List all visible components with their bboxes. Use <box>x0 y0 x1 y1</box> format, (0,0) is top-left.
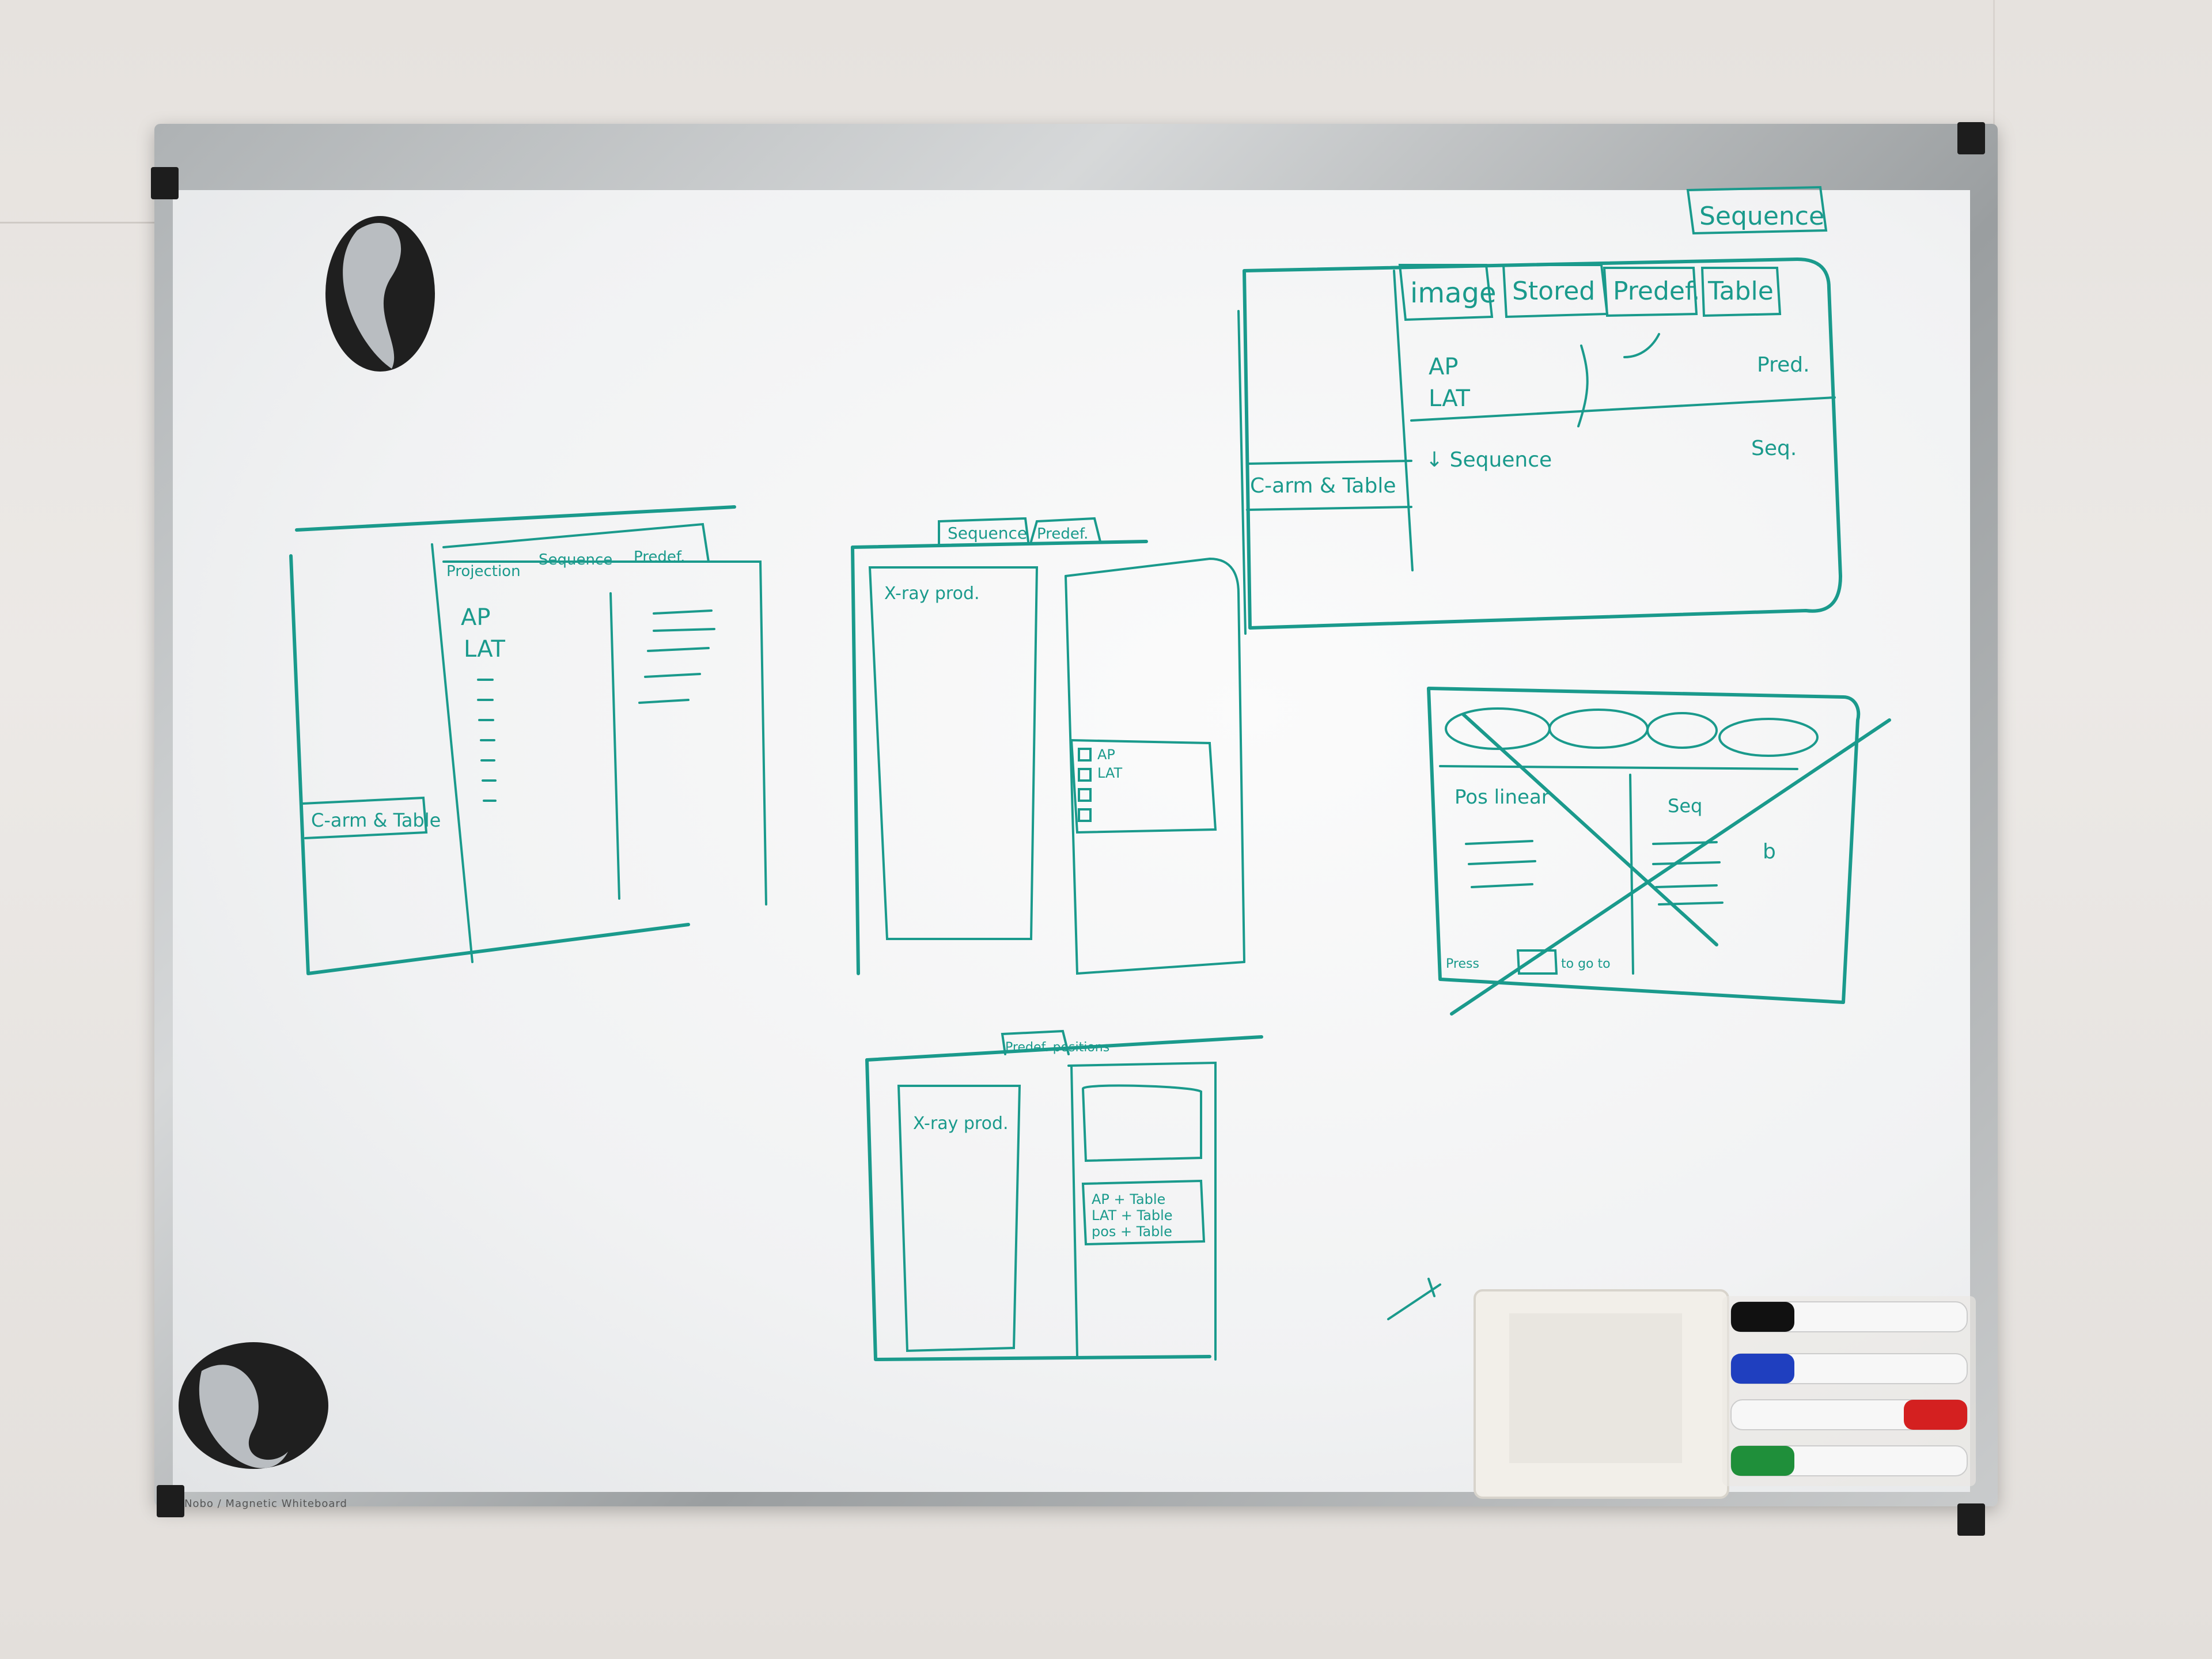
label-ap: AP <box>1429 354 1458 380</box>
label-pred: Pred. <box>1757 353 1810 377</box>
stray-mark <box>1387 1278 1441 1320</box>
label-ap-middle: AP <box>1097 747 1115 763</box>
tab-table: Table <box>1707 276 1774 306</box>
label-lat-left: LAT <box>464 636 505 662</box>
sketch-left: Projection Sequence Predef. AP LAT C-arm… <box>289 505 767 975</box>
magnet-bottom[interactable] <box>179 1342 328 1469</box>
tab-sequence-left: Sequence <box>539 551 612 569</box>
tab-sequence-middle: Sequence <box>948 524 1027 543</box>
frame-corner-top-right <box>1957 122 1985 154</box>
frame-corner-bottom-left <box>157 1485 184 1517</box>
tab-stored: Stored <box>1512 276 1595 306</box>
sketch-middle: Sequence Predef. X-ray prod. AP LAT <box>851 517 1245 975</box>
tab-predef-middle: Predef. <box>1037 525 1088 543</box>
row-ap-table: AP + Table <box>1092 1191 1165 1207</box>
wall-seam-vertical <box>1993 0 1995 173</box>
frame-corner-top-left <box>151 167 179 199</box>
tab-sequence-top: Sequence <box>1699 202 1824 231</box>
label-lat: LAT <box>1429 385 1470 412</box>
marker-green[interactable] <box>1730 1445 1968 1476</box>
row-pos-table: pos + Table <box>1092 1224 1172 1240</box>
sketch-crossed-out: Pos linear Seq b Press to go to <box>1427 687 1891 1016</box>
marker-blue[interactable] <box>1730 1353 1968 1384</box>
wall-seam <box>0 222 173 224</box>
button-carm-table: C-arm & Table <box>1250 474 1396 498</box>
sketch-bottom: Predef. positions X-ray prod. AP + Table… <box>865 1029 1263 1361</box>
label-seq: Seq. <box>1751 437 1797 460</box>
button-carm-left: C-arm & Table <box>311 809 441 831</box>
marker-tray <box>1474 1289 1976 1499</box>
label-press: Press <box>1446 957 1479 971</box>
marker-red[interactable] <box>1730 1399 1968 1430</box>
frame-corner-bottom-right <box>1957 1503 1985 1536</box>
tab-predef-positions: Predef. positions <box>1005 1040 1109 1055</box>
tab-predef: Predef. <box>1613 276 1700 306</box>
tab-image: image <box>1410 277 1497 309</box>
tab-predef-left: Predef. <box>634 548 685 566</box>
tab-projection: Projection <box>446 563 521 580</box>
board-brand-label: Nobo / Magnetic Whiteboard <box>184 1498 347 1510</box>
label-b: b <box>1763 840 1776 863</box>
label-xray-bottom: X-ray prod. <box>913 1113 1009 1134</box>
label-sequence-row: ↓ Sequence <box>1426 448 1552 472</box>
label-ap-left: AP <box>461 604 490 631</box>
sketch-top-right: Sequence image Stored Predef. Table AP L… <box>1237 185 1842 635</box>
label-pos-linear: Pos linear <box>1455 786 1550 809</box>
label-lat-middle: LAT <box>1097 765 1122 781</box>
row-lat-table: LAT + Table <box>1092 1207 1173 1224</box>
marker-black[interactable] <box>1730 1301 1968 1332</box>
label-seq-crossed: Seq <box>1668 795 1702 817</box>
label-go-to: to go to <box>1561 957 1611 971</box>
label-xray-middle: X-ray prod. <box>884 584 980 604</box>
magnet-top[interactable] <box>325 216 435 372</box>
